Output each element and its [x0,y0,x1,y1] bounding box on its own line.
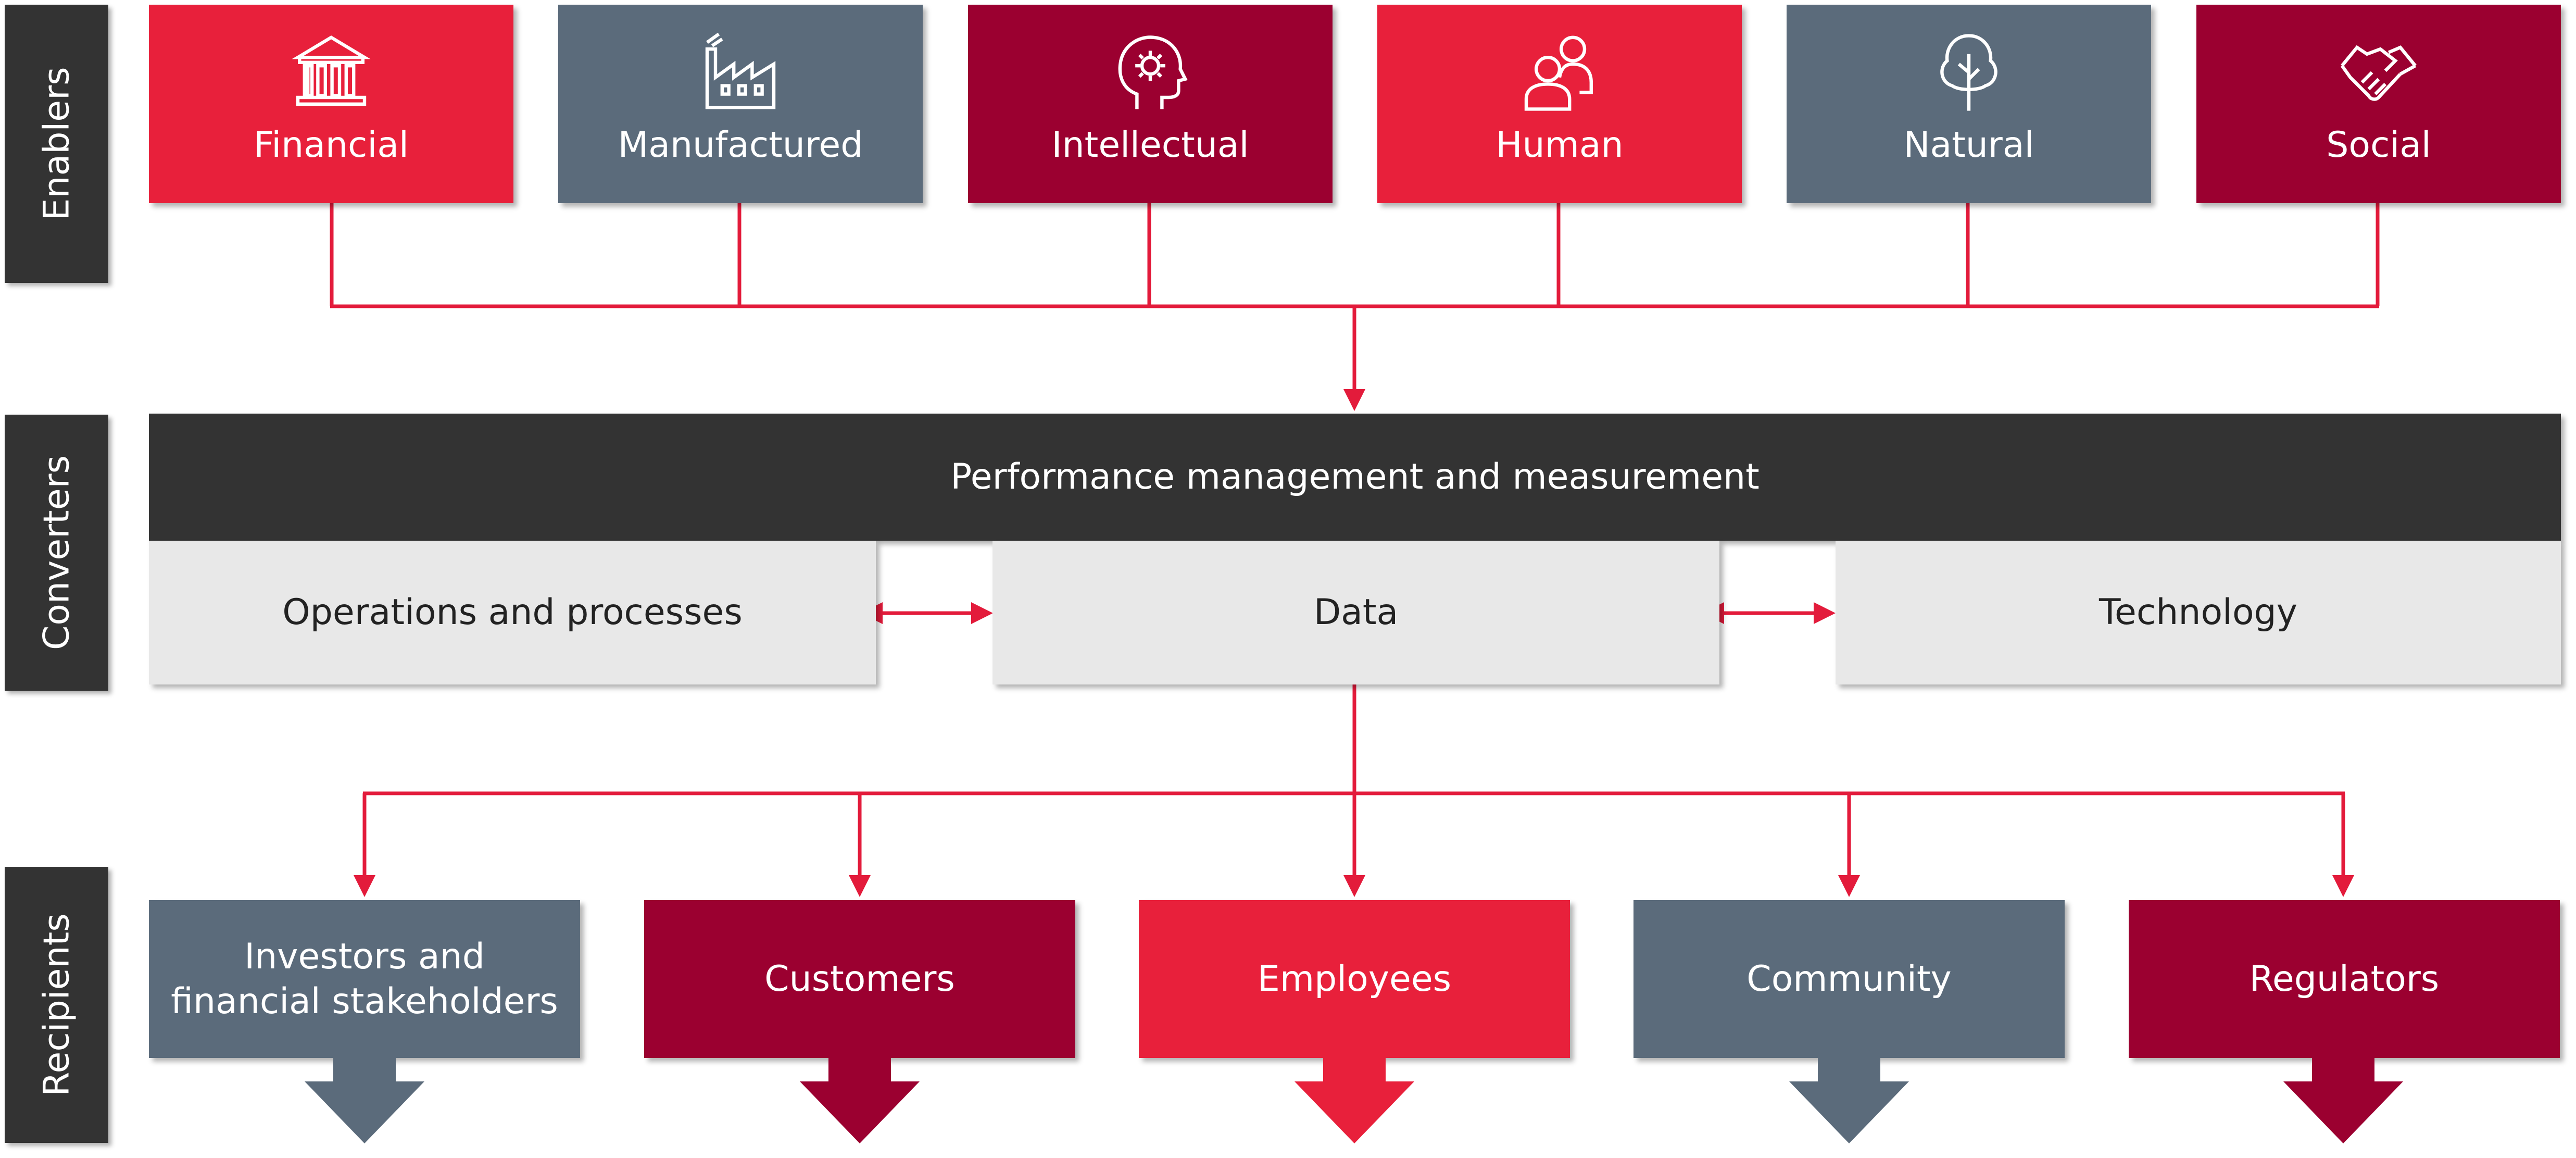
factory-icon [705,32,776,109]
enabler-financial-label: Financial [254,124,409,166]
recipient-customers-arrow [800,1057,920,1143]
lane-converters: Converters [5,415,108,691]
converters-header-label: Performance management and measurement [950,456,1760,497]
recipient-community-arrow [1789,1057,1909,1143]
lane-converters-label: Converters [36,455,77,651]
converter-technology: Technology [1836,541,2561,684]
enabler-natural: Natural [1787,5,2151,203]
recipient-investors-arrow [305,1057,424,1143]
enabler-social: Social [2196,5,2561,203]
recipient-investors: Investors and financial stakeholders [149,900,580,1058]
converter-data-label: Data [1313,592,1399,633]
lane-enablers: Enablers [5,5,108,283]
recipient-employees: Employees [1139,900,1570,1058]
enabler-human-label: Human [1496,124,1624,166]
enabler-intellectual-label: Intellectual [1051,124,1249,166]
recipient-regulators-label: Regulators [2249,958,2440,1000]
people-icon [1524,35,1593,111]
lane-recipients-label: Recipients [36,913,77,1097]
recipient-employees-arrow [1295,1057,1414,1143]
recipient-employees-label: Employees [1257,958,1452,1000]
recipient-customers-label: Customers [764,958,955,1000]
recipient-investors-label: Investors and financial stakeholders [171,936,558,1022]
converter-technology-label: Technology [2099,592,2297,633]
enabler-human: Human [1377,5,1742,203]
recipient-customers: Customers [644,900,1075,1058]
enabler-social-label: Social [2326,124,2431,166]
recipient-community-label: Community [1746,958,1952,1000]
recipient-community: Community [1633,900,2065,1058]
lane-enablers-label: Enablers [36,67,77,221]
enabler-manufactured: Manufactured [558,5,923,203]
bank-icon [292,35,371,106]
tree-icon [1940,34,1997,111]
enabler-natural-label: Natural [1903,124,2034,166]
lane-recipients: Recipients [5,867,108,1143]
converter-operations-label: Operations and processes [282,592,743,633]
converter-data: Data [992,541,1719,684]
handshake-icon [2340,45,2417,101]
head-gear-icon [1118,35,1188,109]
converter-operations: Operations and processes [149,541,876,684]
enabler-intellectual: Intellectual [968,5,1333,203]
enabler-manufactured-label: Manufactured [618,124,863,166]
recipient-regulators: Regulators [2129,900,2560,1058]
converters-header: Performance management and measurement [149,414,2561,541]
enabler-financial: Financial [149,5,513,203]
recipient-regulators-arrow [2283,1057,2403,1143]
